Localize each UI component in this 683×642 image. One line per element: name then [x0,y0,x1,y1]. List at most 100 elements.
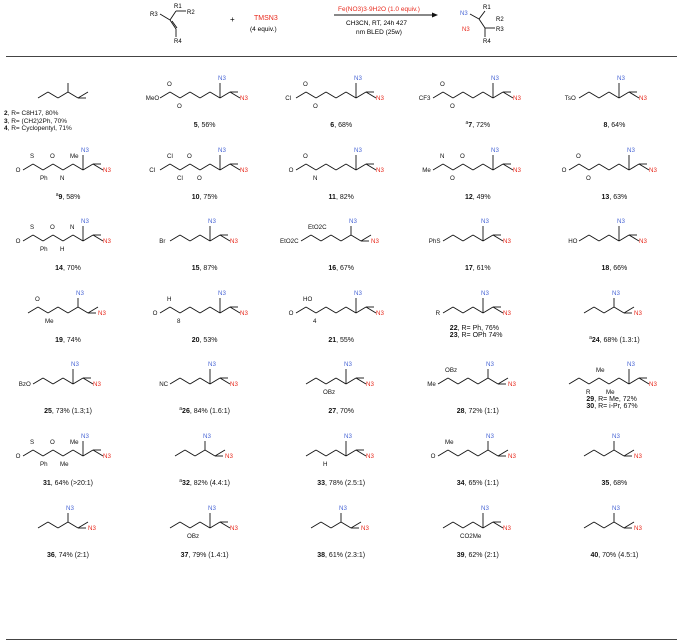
group-label: O [440,81,445,88]
skeleton-bonds [437,449,509,457]
azide-label: N3 [639,238,647,245]
yield-text: , 78% (2.5:1) [325,480,366,487]
azide-label: N3 [376,310,384,317]
bond [609,163,620,170]
azide-label: N3 [230,525,238,532]
bond [447,378,459,385]
bond [335,91,347,99]
bond [492,306,504,314]
group-label: O [152,310,157,317]
bond [497,449,509,457]
bond [159,91,170,99]
bond [42,234,54,242]
group-label: O [177,103,182,110]
azide-label: N3 [93,381,101,388]
bond [174,449,185,457]
yield-text: , R= C8H17, 80% [7,110,59,117]
skeleton-bonds [310,521,362,528]
caption: 35, 68% [546,478,682,487]
product-n3-bottom: N3 [462,27,470,33]
yield-text: , R= Cyclopentyl, 71% [7,125,72,132]
azide-label: N3 [240,95,248,102]
compound-number: 6 [330,122,335,129]
bond [472,163,484,170]
bond [87,306,99,314]
yield-text: , 72% (1:1) [464,408,499,416]
bond [335,306,347,314]
bond [189,163,200,170]
azide-label: N3 [218,75,226,82]
bond [614,306,625,314]
group-label: Me [70,153,79,160]
bond [229,306,240,314]
group-label: O [197,175,202,182]
bond [350,234,362,242]
group-label: N [60,175,64,182]
bond [330,521,342,528]
azide-label: N3 [344,433,352,440]
group-label: O [35,296,40,303]
bond [37,306,49,314]
yield-text: , 56% [197,122,216,129]
bond [179,91,190,99]
caption: 8, 64% [546,120,682,129]
substrate-r2: R2 [187,10,195,16]
bond [599,378,610,385]
bond [584,521,595,528]
azide-label: N3 [513,95,521,102]
skeleton-bonds [579,234,640,242]
group-label: HO [303,296,312,303]
bond [305,449,317,457]
group-label: TsO [565,95,576,102]
yield-text: , 82% (4.4:1) [189,480,230,487]
azide-label: N3 [481,290,489,297]
skeleton-bonds [305,449,367,457]
bond [57,306,69,314]
bond [452,91,464,99]
bond [189,234,200,242]
skeleton-bonds [169,378,230,385]
yield-text: , 70% [336,408,355,416]
yield-text: , 61% [472,265,491,273]
azide-label: N3 [503,310,511,317]
bond [52,234,64,242]
caption: 25, 73% (1.3;1) [0,406,136,415]
bond [22,234,34,242]
group-label: O [576,153,581,160]
skeleton-bonds [22,449,104,457]
bond [472,306,484,314]
skeleton-bonds [442,521,504,528]
group-label: EtO2C [280,238,299,245]
bond [457,378,469,385]
bond [219,163,230,170]
group-label: N [440,153,444,160]
azide-label: N3 [612,290,620,297]
plus-sign: + [230,15,235,24]
reaction-scheme: R1 R2 R3 R4 + TMSN3 (4 equiv.) Fe(NO3)3·… [150,4,504,45]
group-label: MeO [145,95,159,102]
compound-number: 21 [328,336,337,344]
azide-label: N3 [366,381,374,388]
yield-text: , 68% (1.3:1) [599,336,640,344]
bond [57,521,69,528]
compound-number: 17 [464,265,473,273]
group-label: O [16,167,21,174]
compound-number: 25 [44,408,52,416]
bond [350,521,362,528]
group-label: OBz [445,367,457,374]
bond [62,449,74,457]
compound-number: 3 [4,117,8,125]
bond [360,234,372,242]
group-label: Me [422,167,431,174]
